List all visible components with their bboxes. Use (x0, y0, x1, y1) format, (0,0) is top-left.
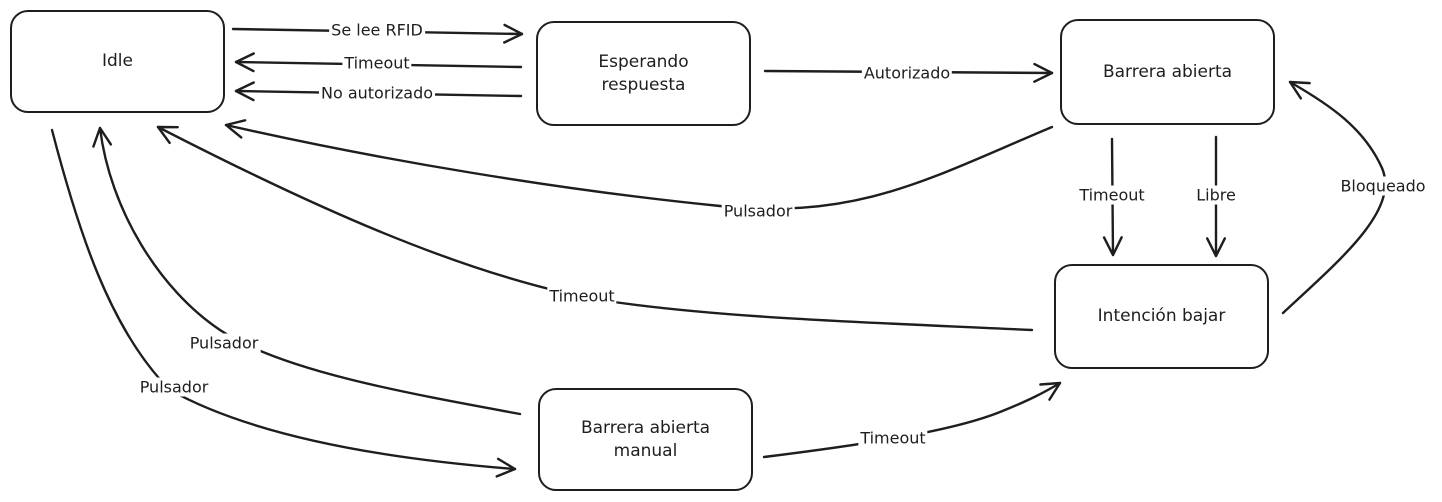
state-idle: Idle (10, 10, 225, 113)
arrow-pulsador-idle-manual (50, 128, 517, 478)
label-se-lee-rfid: Se lee RFID (329, 20, 425, 40)
arrow-bloqueado (1281, 80, 1387, 315)
label-timeout-esperando-idle: Timeout (342, 53, 412, 73)
label-autorizado: Autorizado (861, 63, 953, 83)
label-timeout-barrera-intencion: Timeout (1077, 185, 1147, 205)
state-esperando-respuesta: Esperando respuesta (536, 21, 751, 126)
arrow-timeout-manual-intencion (762, 381, 1062, 459)
label-bloqueado: Bloqueado (1338, 176, 1428, 196)
state-intencion-bajar: Intención bajar (1054, 264, 1269, 369)
label-timeout-manual-intencion: Timeout (858, 428, 928, 448)
arrow-pulsador-barrera-idle (224, 119, 1054, 210)
state-barrera-abierta-manual: Barrera abierta manual (538, 388, 753, 491)
label-pulsador-manual-idle: Pulsador (187, 333, 261, 353)
state-barrera-abierta: Barrera abierta (1060, 19, 1275, 125)
label-no-autorizado: No autorizado (318, 83, 436, 103)
label-pulsador-idle-manual: Pulsador (137, 377, 211, 397)
label-timeout-intencion-idle: Timeout (547, 286, 617, 306)
arrow-pulsador-manual-idle (92, 126, 522, 416)
label-libre: Libre (1194, 185, 1238, 205)
label-pulsador-barrera-idle: Pulsador (721, 201, 795, 221)
